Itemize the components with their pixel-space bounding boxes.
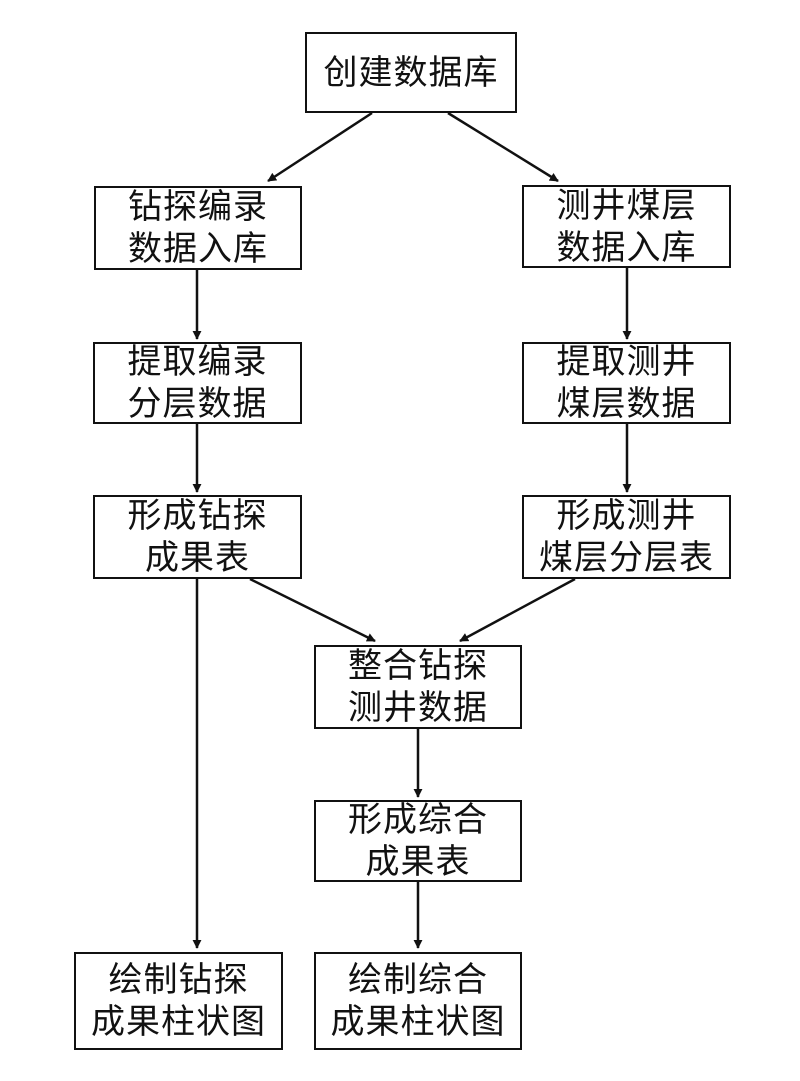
node-integrate-data: 整合钻探 测井数据 — [314, 645, 522, 729]
node-integrate-data-line-1: 整合钻探 — [348, 646, 488, 686]
node-drill-result-table: 形成钻探 成果表 — [93, 495, 302, 579]
arrow-drill-table-to-integrate — [249, 577, 376, 643]
node-drill-data-entry-line-2: 数据入库 — [128, 229, 268, 269]
node-create-database: 创建数据库 — [305, 32, 517, 113]
node-log-layer-table-line-2: 煤层分层表 — [539, 538, 714, 578]
node-combined-column-chart: 绘制综合 成果柱状图 — [314, 952, 522, 1050]
node-drill-data-entry-line-1: 钻探编录 — [128, 187, 268, 227]
node-extract-log-data-line-2: 煤层数据 — [556, 384, 697, 424]
node-extract-drill-data-line-2: 分层数据 — [127, 384, 268, 424]
node-create-database-line-1: 创建数据库 — [323, 52, 499, 93]
node-combined-result-table: 形成综合 成果表 — [314, 800, 522, 882]
arrow-log-table-to-integrate — [459, 577, 576, 643]
node-extract-drill-data: 提取编录 分层数据 — [93, 342, 302, 424]
node-combined-column-chart-line-2: 成果柱状图 — [330, 1002, 506, 1042]
node-drill-column-chart-line-2: 成果柱状图 — [91, 1002, 266, 1042]
node-drill-column-chart-line-1: 绘制钻探 — [108, 960, 249, 1000]
node-drill-result-table-line-2: 成果表 — [145, 538, 250, 578]
node-integrate-data-line-2: 测井数据 — [348, 688, 488, 728]
node-extract-drill-data-line-1: 提取编录 — [127, 342, 268, 382]
node-drill-data-entry: 钻探编录 数据入库 — [94, 186, 302, 270]
arrow-create-db-to-log-entry — [447, 111, 559, 183]
node-extract-log-data-line-1: 提取测井 — [556, 342, 697, 382]
node-combined-column-chart-line-1: 绘制综合 — [348, 960, 488, 1000]
node-log-layer-table-line-1: 形成测井 — [556, 496, 697, 536]
node-drill-column-chart: 绘制钻探 成果柱状图 — [74, 952, 283, 1050]
node-log-data-entry-line-1: 测井煤层 — [556, 185, 697, 226]
node-extract-log-data: 提取测井 煤层数据 — [522, 342, 731, 424]
arrow-create-db-to-drill-entry — [267, 111, 373, 183]
node-log-layer-table: 形成测井 煤层分层表 — [522, 495, 731, 579]
node-combined-result-table-line-2: 成果表 — [365, 842, 471, 882]
node-log-data-entry-line-2: 数据入库 — [556, 227, 697, 268]
node-combined-result-table-line-1: 形成综合 — [348, 800, 488, 840]
node-log-data-entry: 测井煤层 数据入库 — [522, 185, 731, 268]
node-drill-result-table-line-1: 形成钻探 — [127, 496, 268, 536]
